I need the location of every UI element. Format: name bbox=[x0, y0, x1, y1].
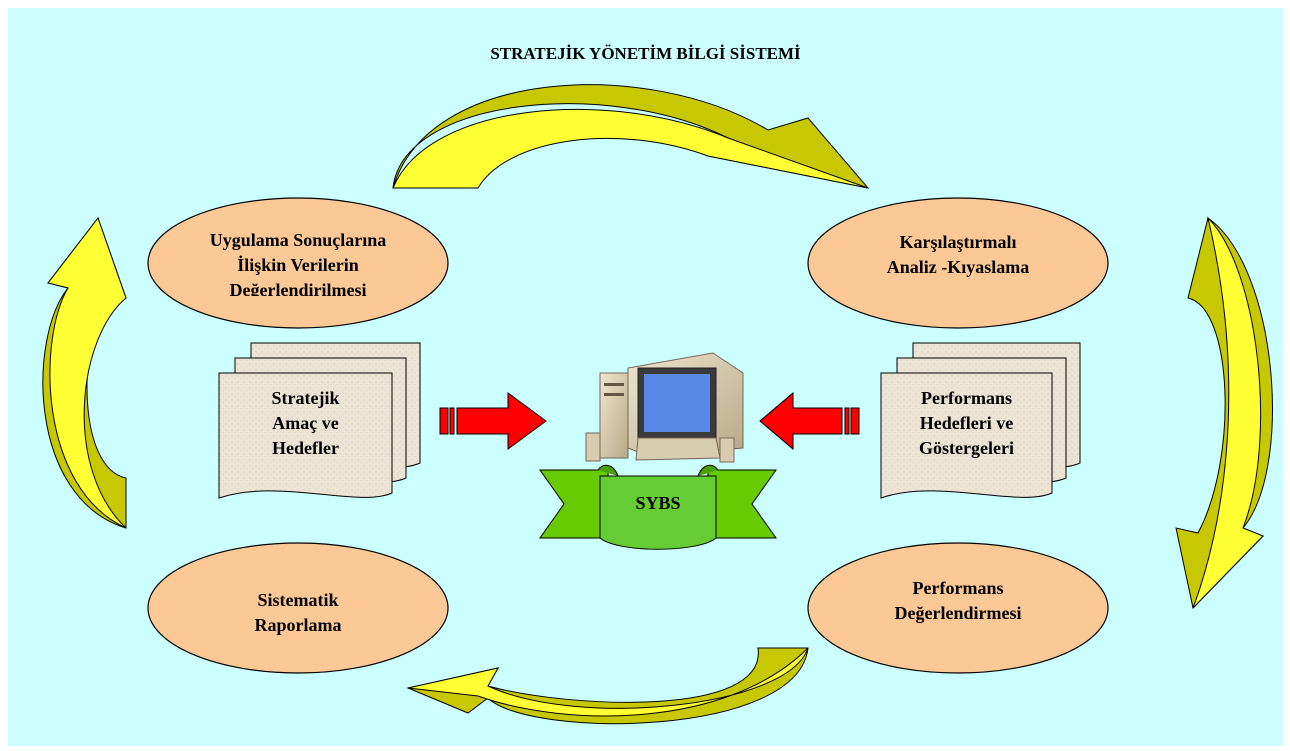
top-cycle-arrow bbox=[392, 84, 870, 189]
diagram-artwork bbox=[42, 84, 1273, 725]
ellipse-bottom-right-text: Performans Değerlendirmesi bbox=[818, 576, 1098, 626]
red-arrow-right bbox=[759, 391, 860, 451]
sybs-banner bbox=[539, 464, 777, 550]
ellipse-bottom-left-line-2: Raporlama bbox=[254, 615, 342, 635]
sybs-label: SYBS bbox=[635, 493, 681, 513]
document-right-text: Performans Hedefleri ve Göstergeleri bbox=[881, 386, 1052, 461]
ellipse-top-left bbox=[147, 197, 449, 329]
ellipse-top-left-line-2: İlişkin Verilerin bbox=[237, 255, 359, 275]
ellipse-top-left-line-1: Uygulama Sonuçlarına bbox=[209, 230, 387, 250]
ellipse-bottom-right bbox=[807, 542, 1109, 674]
document-stack-left bbox=[218, 342, 421, 499]
ellipse-top-right-line-1: Karşılaştırmalı bbox=[899, 232, 1017, 252]
ellipse-top-left-text: Uygulama Sonuçlarına İlişkin Verilerin D… bbox=[158, 228, 438, 296]
document-stack-right bbox=[880, 342, 1081, 499]
document-right-line-1: Performans bbox=[921, 388, 1012, 408]
document-right-line-2: Hedefleri ve bbox=[919, 413, 1014, 433]
right-cycle-arrow bbox=[1175, 216, 1273, 610]
document-left-text: Stratejik Amaç ve Hedefler bbox=[219, 386, 392, 461]
document-right-line-3: Göstergeleri bbox=[919, 438, 1014, 458]
ellipse-bottom-right-line-1: Performans bbox=[912, 578, 1004, 598]
ellipse-top-left-line-3: Değerlendirilmesi bbox=[229, 280, 367, 296]
ellipse-top-right bbox=[807, 197, 1109, 329]
left-cycle-arrow bbox=[42, 216, 127, 529]
document-left-line-2: Amaç ve bbox=[272, 413, 339, 433]
ellipse-bottom-right-line-2: Değerlendirmesi bbox=[894, 603, 1022, 623]
ellipse-top-right-text: Karşılaştırmalı Analiz -Kıyaslama bbox=[818, 230, 1098, 280]
red-arrow-left bbox=[439, 392, 547, 450]
ellipse-bottom-left-line-1: Sistematik bbox=[257, 590, 339, 610]
document-left-line-3: Hedefler bbox=[272, 438, 339, 458]
ellipse-bottom-left-text: Sistematik Raporlama bbox=[158, 588, 438, 638]
diagram-title: STRATEJİK YÖNETİM BİLGİ SİSTEMİ bbox=[490, 44, 801, 63]
ellipse-bottom-left bbox=[147, 542, 449, 674]
computer-icon bbox=[585, 352, 744, 463]
diagram-canvas: STRATEJİK YÖNETİM BİLGİ SİSTEMİ Uygulama… bbox=[8, 8, 1283, 746]
document-left-line-1: Stratejik bbox=[271, 388, 340, 408]
bottom-cycle-arrow bbox=[406, 647, 809, 725]
ellipse-top-right-line-2: Analiz -Kıyaslama bbox=[886, 257, 1030, 277]
